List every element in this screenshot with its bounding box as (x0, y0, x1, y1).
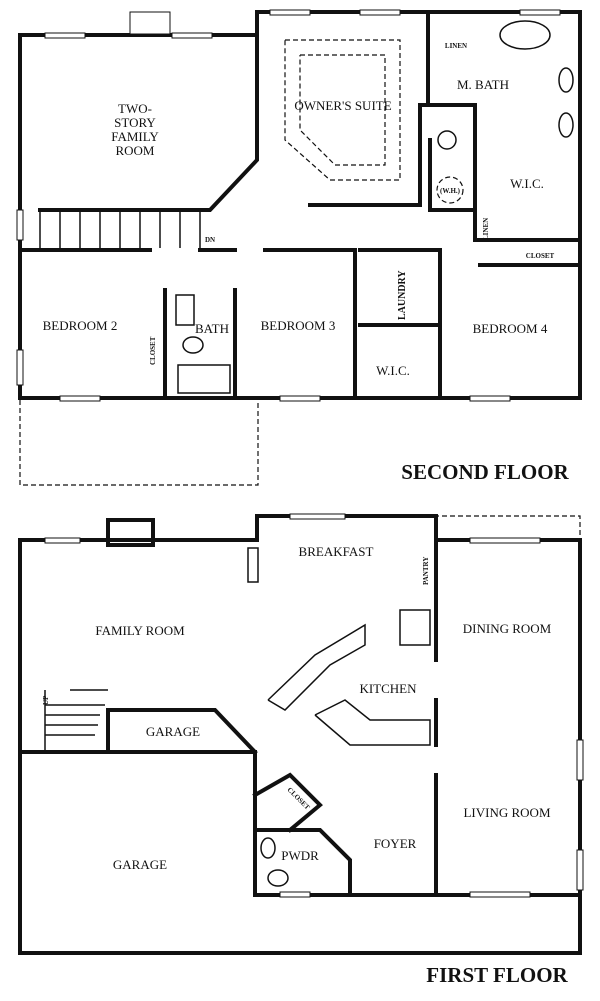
room-label-owners-suite: OWNER'S SUITE (294, 98, 391, 113)
room-label-pantry: PANTRY (422, 557, 430, 585)
room-label-bedroom-2: BEDROOM 2 (43, 318, 118, 333)
room-label-family-room: FAMILY ROOM (95, 623, 185, 638)
room-label-two-story: STORY (114, 115, 156, 130)
first-floor-walls (18, 513, 584, 955)
room-label-two-story: TWO- (118, 101, 152, 116)
room-label-living-room: LIVING ROOM (463, 805, 550, 820)
room-label-wic: W.I.C. (510, 176, 544, 191)
room-label-wic: W.I.C. (376, 363, 410, 378)
room-label-water-heater: (W.H.) (440, 187, 461, 195)
room-label-bath: BATH (195, 321, 229, 336)
room-label-bedroom-4: BEDROOM 4 (473, 321, 548, 336)
room-label-two-story: FAMILY (111, 129, 159, 144)
room-label-breakfast: BREAKFAST (299, 544, 374, 559)
stairs-down-label: DN (205, 236, 215, 244)
stairs-second (39, 210, 201, 250)
room-label-powder: PWDR (281, 848, 319, 863)
room-label-closet: CLOSET (286, 786, 312, 812)
room-label-linen: LINEN (482, 218, 490, 240)
room-label-closet: CLOSET (526, 252, 555, 260)
room-label-two-story: ROOM (115, 143, 154, 158)
room-label-linen: LINEN (445, 42, 467, 50)
stairs-up-label: UP (42, 695, 50, 705)
room-label-garage-small: GARAGE (146, 724, 200, 739)
second-floor-walls (16, 9, 582, 486)
stairs-first (44, 689, 108, 750)
room-label-foyer: FOYER (374, 836, 417, 851)
room-label-garage: GARAGE (113, 857, 167, 872)
second-floor-title: SECOND FLOOR (401, 460, 569, 484)
room-label-dining-room: DINING ROOM (463, 621, 552, 636)
first-floor-title: FIRST FLOOR (426, 963, 568, 987)
room-label-m-bath: M. BATH (457, 77, 509, 92)
room-label-bedroom-3: BEDROOM 3 (261, 318, 336, 333)
room-label-closet: CLOSET (149, 336, 157, 365)
room-label-kitchen: KITCHEN (359, 681, 417, 696)
room-label-laundry: LAUNDRY (397, 270, 408, 320)
